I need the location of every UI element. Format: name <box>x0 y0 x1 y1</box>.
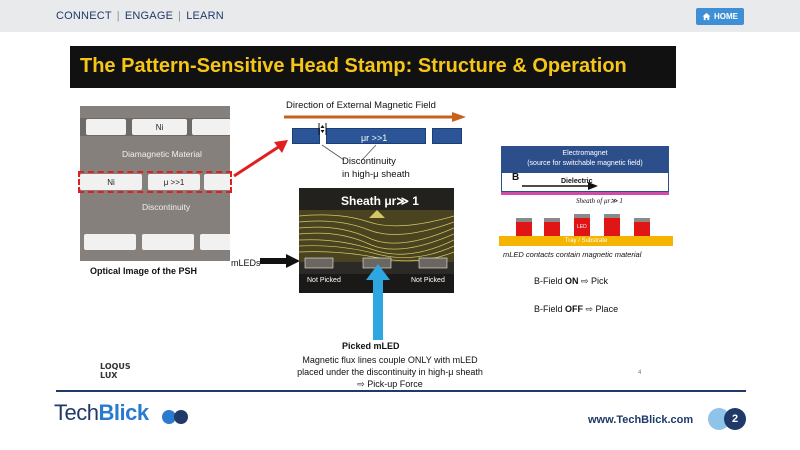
home-button-label: HOME <box>714 12 738 21</box>
bfield-off-pre: B-Field <box>534 304 566 314</box>
slide-title-bar: The Pattern-Sensitive Head Stamp: Struct… <box>70 46 676 88</box>
svg-text:LOQUS: LOQUS <box>100 362 131 371</box>
electromagnet-label: Electromagnet <box>562 150 608 157</box>
top-nav: CONNECT | ENGAGE | LEARN <box>56 10 224 22</box>
bfield-on-state: ON <box>565 276 579 286</box>
sheath-mu-label: Sheath μr≫ 1 <box>341 194 419 208</box>
techblick-logo-tech: Tech <box>54 400 99 425</box>
nav-engage-link[interactable]: ENGAGE <box>124 10 174 22</box>
tray-substrate: Tray / Substrate <box>499 236 673 246</box>
led-contact <box>634 218 650 222</box>
techblick-logo-blick: Blick <box>98 400 149 425</box>
sheath-bar-left <box>292 128 320 144</box>
optical-pad <box>200 234 230 250</box>
slide-page-number: 4 <box>638 370 642 376</box>
contact-magnetic-text: mLED contacts contain magnetic material <box>503 250 642 259</box>
dielectric-box <box>501 172 669 192</box>
red-pointer-arrow-icon <box>233 140 288 178</box>
sheath-bar-center <box>326 128 426 144</box>
led-chip-labeled: LED <box>574 218 590 236</box>
discontinuity-label-line1: Discontinuity <box>342 156 396 167</box>
optical-pad <box>86 119 126 135</box>
logo-dot-icon <box>174 410 188 424</box>
website-link[interactable]: www.TechBlick.com <box>588 414 694 426</box>
bfield-on-action: ⇨ Pick <box>578 276 609 286</box>
flux-line-3: ⇨ Pick-up Force <box>357 379 423 389</box>
mu-r-label: μr >>1 <box>361 133 388 143</box>
field-direction-label: Direction of External Magnetic Field <box>286 100 436 111</box>
b-field-symbol: B <box>512 172 520 183</box>
electromagnet-sublabel: (source for switchable magnetic field) <box>527 160 643 167</box>
nav-separator: | <box>178 10 182 22</box>
optical-image: Ni Diamagnetic Material Ni μ >>1 Discont… <box>80 106 230 261</box>
loqus-lux-logo-mark: LOQUS LUX <box>100 362 131 380</box>
bfield-off-text: B-Field OFF ⇨ Place <box>534 304 618 315</box>
page-indicator: 2 <box>724 408 746 430</box>
flux-description: Magnetic flux lines couple ONLY with mLE… <box>256 354 524 390</box>
optical-pad <box>204 174 230 190</box>
sheath-layer <box>501 192 669 195</box>
led-chip <box>516 220 532 236</box>
nav-separator: | <box>116 10 120 22</box>
slide: The Pattern-Sensitive Head Stamp: Struct… <box>56 36 746 389</box>
discontinuity-pointer-lines <box>321 144 377 161</box>
electromagnet-box: Electromagnet (source for switchable mag… <box>501 146 669 172</box>
optical-pad <box>142 234 194 250</box>
mleds-label: mLEDs <box>231 258 261 268</box>
discontinuity-optical-label: Discontinuity <box>142 202 191 212</box>
not-picked-left-label: Not Picked <box>307 277 341 284</box>
picked-mled-label: Picked mLED <box>342 341 400 351</box>
sheath-small-label: Sheath of μr≫ 1 <box>576 197 623 205</box>
optical-pad-ni: Ni <box>132 119 187 135</box>
bfield-off-state: OFF <box>565 304 584 314</box>
flux-line-1: Magnetic flux lines couple ONLY with mLE… <box>302 355 478 365</box>
loqus-lux-logo: LOQUS LUX <box>98 361 136 381</box>
logo-dot-icon <box>162 410 176 424</box>
home-icon <box>702 12 711 21</box>
led-contact <box>604 214 620 218</box>
led-chip <box>634 220 650 236</box>
mled-micrograph: Sheath μr≫ 1 Not Picked Not Picked <box>299 188 454 293</box>
nav-learn-link[interactable]: LEARN <box>186 10 224 22</box>
b-field-arrow-icon <box>522 182 598 190</box>
dielectric-label: Dielectric <box>561 178 593 185</box>
led-chip <box>604 218 620 236</box>
bfield-on-text: B-Field ON ⇨ Pick <box>534 276 608 287</box>
discontinuity-label-line2: in high-μ sheath <box>342 169 410 180</box>
highlight-dashed-box <box>78 171 232 193</box>
slide-title: The Pattern-Sensitive Head Stamp: Struct… <box>80 55 627 77</box>
led-contact <box>574 214 590 218</box>
top-bar: CONNECT | ENGAGE | LEARN HOME <box>0 0 800 32</box>
optical-pad-ni-mid: Ni <box>80 174 142 190</box>
led-contact <box>516 218 532 222</box>
bfield-on-pre: B-Field <box>534 276 566 286</box>
svg-text:LUX: LUX <box>100 371 118 380</box>
flux-line-2: placed under the discontinuity in high-μ… <box>297 367 483 377</box>
discontinuity-label: Discontinuity in high-μ sheath <box>342 155 410 181</box>
optical-pad <box>192 119 230 135</box>
led-contact <box>544 218 560 222</box>
sheath-bar-right <box>432 128 462 144</box>
optical-pad <box>84 234 136 250</box>
optical-caption: Optical Image of the PSH <box>90 266 198 276</box>
led-chip-label: LED <box>577 224 587 230</box>
mleds-arrow-icon <box>260 254 300 268</box>
led-chip <box>544 220 560 236</box>
field-arrow-icon <box>284 112 466 122</box>
picked-arrow-icon <box>366 264 390 340</box>
home-button[interactable]: HOME <box>696 8 744 25</box>
not-picked-right-label: Not Picked <box>411 277 445 284</box>
diamagnetic-label: Diamagnetic Material <box>122 149 202 159</box>
flux-lines-graphic <box>299 188 454 293</box>
nav-connect-link[interactable]: CONNECT <box>56 10 112 22</box>
footer-divider <box>56 390 746 392</box>
gap-marker-icon <box>318 123 327 135</box>
techblick-logo[interactable]: TechBlick <box>54 400 149 426</box>
bfield-off-action: ⇨ Place <box>583 304 619 314</box>
optical-pad-mu: μ >>1 <box>148 174 200 190</box>
